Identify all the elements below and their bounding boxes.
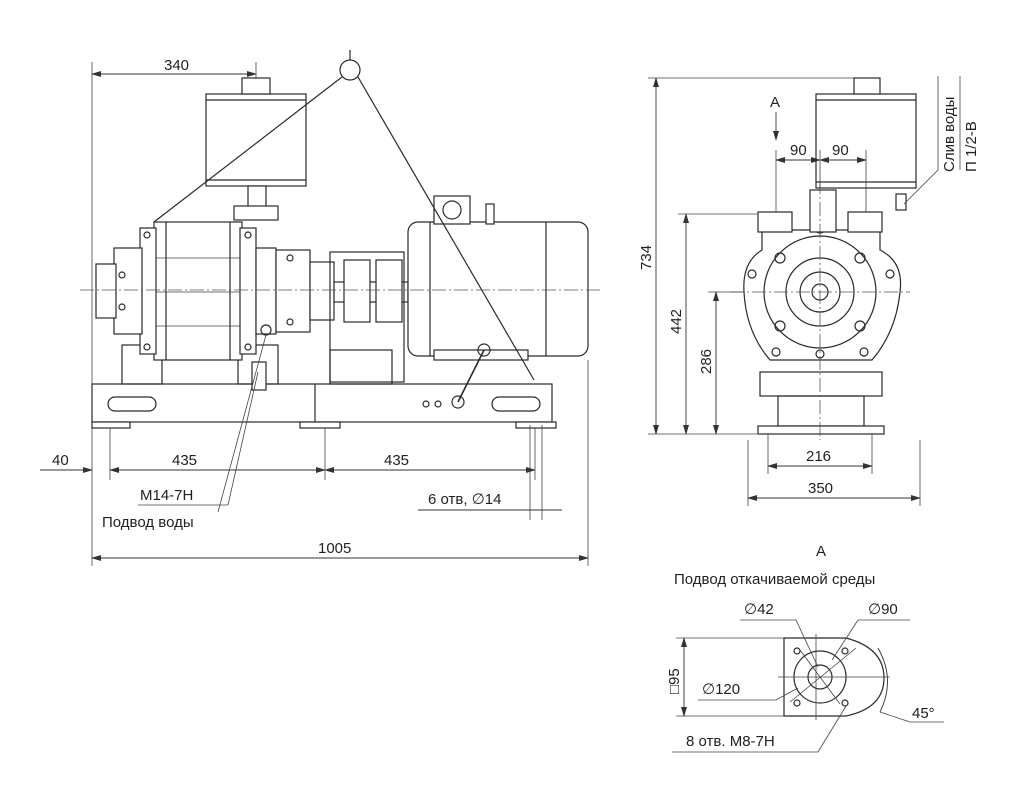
view-a-title: А <box>816 543 826 560</box>
side-view-dimensions: 340 40 435 435 6 отв, ∅14 М14-7Н Подвод … <box>40 57 589 566</box>
pump-end-cover-left <box>113 247 143 335</box>
coupling-half-left <box>343 259 371 323</box>
dim-442: 442 <box>668 309 685 334</box>
side-view <box>80 50 600 429</box>
dim-286: 286 <box>698 349 715 374</box>
label-drain-1: Слив воды <box>941 97 958 172</box>
dim-734: 734 <box>638 245 655 270</box>
base-slot-left <box>107 396 157 412</box>
front-view <box>730 77 917 440</box>
base-slot-right <box>491 396 541 412</box>
arrow-a: А <box>770 94 780 111</box>
label-m14: М14-7Н <box>140 487 193 504</box>
dim-435-left: 435 <box>172 452 197 469</box>
label-drain-2: П 1/2-В <box>963 121 980 172</box>
separator-tank <box>205 93 307 187</box>
dim-d120: ∅120 <box>702 681 740 698</box>
dim-sq95: □95 <box>666 668 683 694</box>
dim-d42: ∅42 <box>744 601 774 618</box>
foot-right <box>515 421 557 429</box>
foot-center <box>299 421 341 429</box>
view-a-subtitle: Подвод откачиваемой среды <box>674 571 875 588</box>
dim-90-right: 90 <box>832 142 849 159</box>
front-view-dimensions: А 90 90 Слив воды П 1/2-В 734 442 286 21… <box>638 76 980 506</box>
label-holes: 6 отв, ∅14 <box>428 491 501 508</box>
view-a: А Подвод откачиваемой среды ∅42 ∅90 □95 … <box>666 543 944 753</box>
electric-motor <box>407 221 589 357</box>
dim-435-right: 435 <box>384 452 409 469</box>
label-8-holes: 8 отв. М8-7Н <box>686 733 775 750</box>
dim-angle-45: 45° <box>912 705 935 722</box>
pump-body <box>153 221 243 361</box>
dim-216: 216 <box>806 448 831 465</box>
tank-top-fitting <box>241 77 271 95</box>
motor-terminal-box <box>433 195 471 225</box>
lifting-hook <box>339 59 361 81</box>
dim-d90: ∅90 <box>868 601 898 618</box>
dim-1005: 1005 <box>318 540 351 557</box>
label-water-inlet: Подвод воды <box>102 514 194 531</box>
front-base <box>759 371 883 397</box>
pump-bearing-housing <box>275 249 311 333</box>
base-frame <box>91 383 553 423</box>
coupling-half-right <box>375 259 403 323</box>
dim-350: 350 <box>808 480 833 497</box>
dim-340: 340 <box>164 57 189 74</box>
pump-inlet-flange <box>95 263 117 319</box>
dim-90-left: 90 <box>790 142 807 159</box>
foot-left <box>91 421 131 429</box>
dim-40: 40 <box>52 452 69 469</box>
